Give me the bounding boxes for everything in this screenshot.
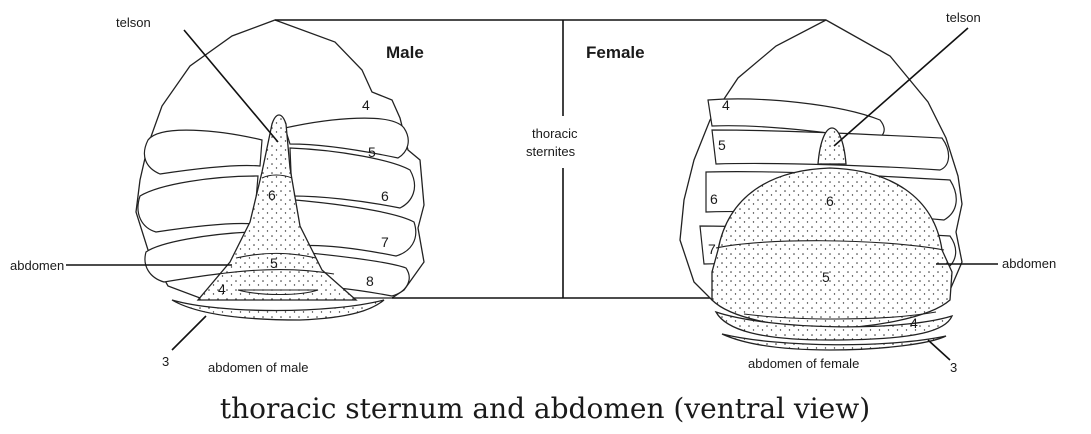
male-abdomen-label-6: 6 <box>268 187 276 203</box>
female-sternite-label-7: 7 <box>708 241 716 257</box>
female-sternite-label-6: 6 <box>710 191 718 207</box>
female-abdomen-label-4: 4 <box>910 315 918 331</box>
male-sternite-label-5: 5 <box>368 144 376 160</box>
female-abdomen-label: abdomen <box>1002 256 1056 271</box>
female-segment-3-pointer <box>928 340 950 360</box>
male-telson-label: telson <box>116 15 151 30</box>
figure-caption: thoracic sternum and abdomen (ventral vi… <box>220 392 870 425</box>
male-caption: abdomen of male <box>208 360 308 375</box>
male-segment-3-pointer <box>172 316 206 350</box>
female-abdomen-label-5: 5 <box>822 269 830 285</box>
female-heading: Female <box>586 43 645 62</box>
male-segment-3-label: 3 <box>162 354 169 369</box>
female-sternite-label-4: 4 <box>722 97 730 113</box>
male-abdomen-label-4: 4 <box>218 281 226 297</box>
female-telson-label: telson <box>946 10 981 25</box>
male-sternum <box>136 20 424 320</box>
female-segment-3-label: 3 <box>950 360 957 375</box>
male-segment-3 <box>172 300 384 320</box>
female-sternite-label-5: 5 <box>718 137 726 153</box>
male-abdomen-label: abdomen <box>10 258 64 273</box>
male-sternite-label-4: 4 <box>362 97 370 113</box>
male-heading: Male <box>386 43 424 62</box>
male-sternite-label-6: 6 <box>381 188 389 204</box>
male-sternite-label-7: 7 <box>381 234 389 250</box>
male-sternite-label-8: 8 <box>366 273 374 289</box>
female-caption: abdomen of female <box>748 356 859 371</box>
female-abdomen-label-6: 6 <box>826 193 834 209</box>
sternites-label: sternites <box>526 144 576 159</box>
male-abdomen-label-5: 5 <box>270 255 278 271</box>
thoracic-label: thoracic <box>532 126 578 141</box>
